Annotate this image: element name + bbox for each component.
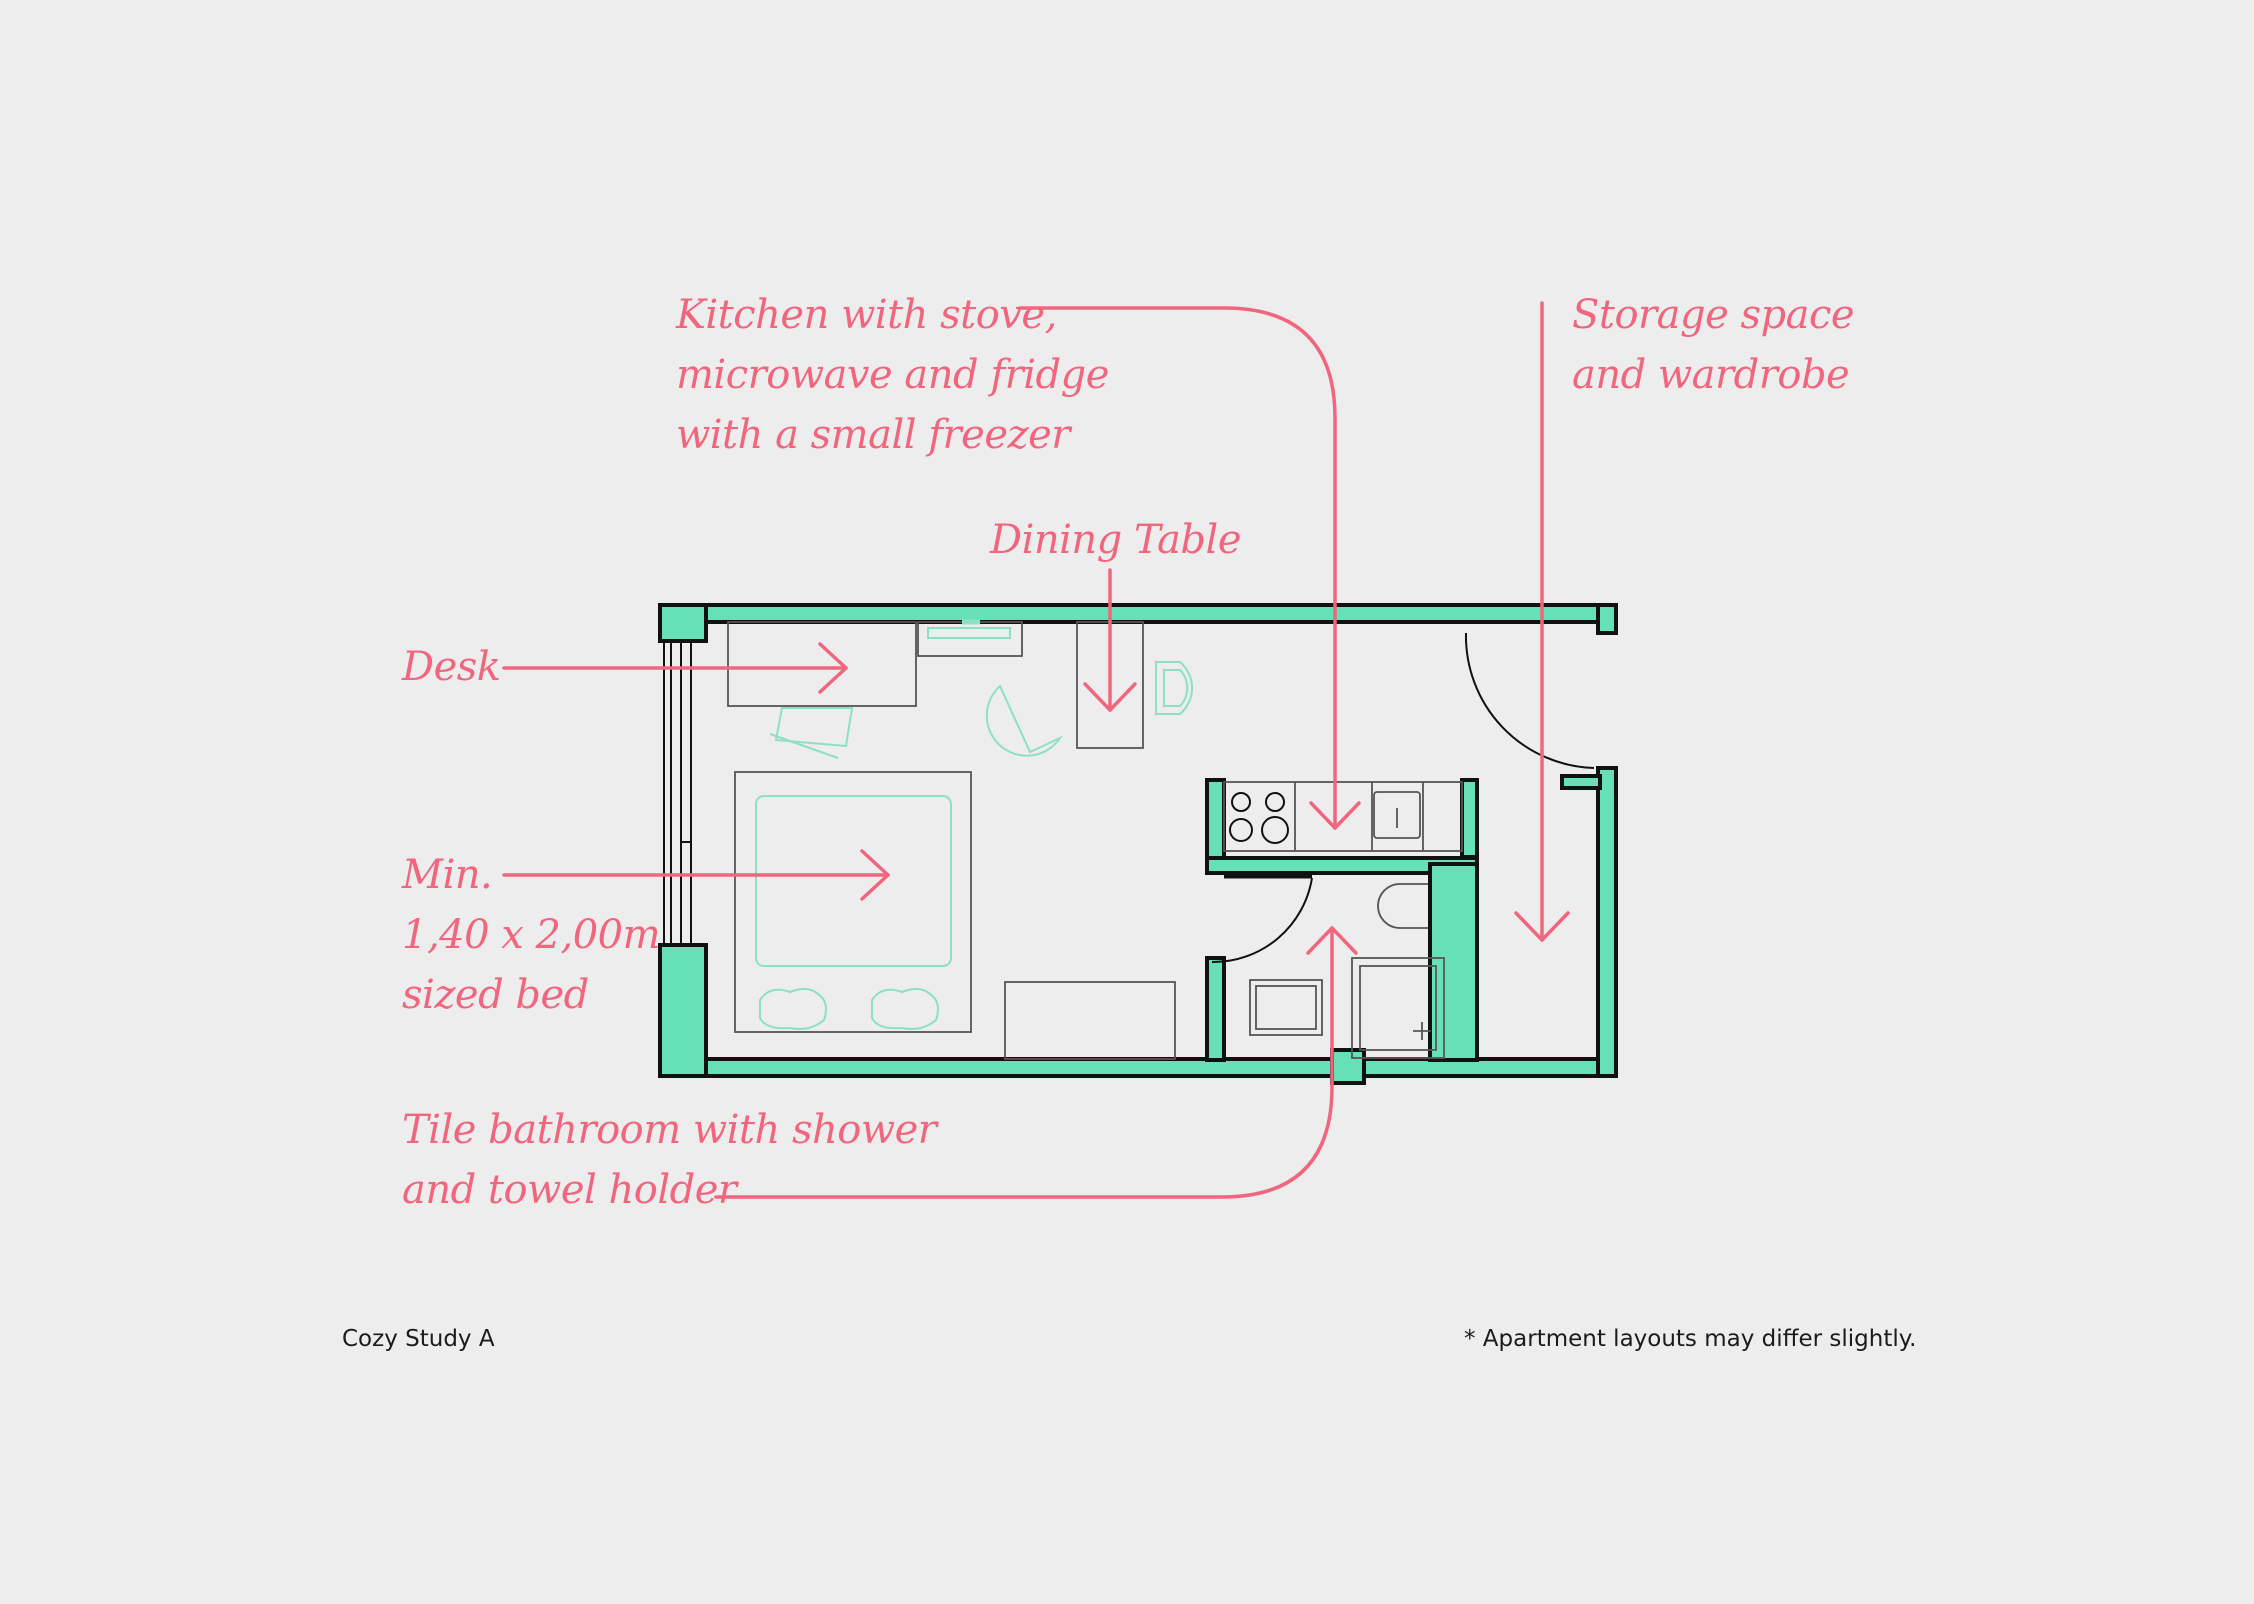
mattress [755,795,952,967]
label-desk: Desk [402,637,501,697]
label-bed-line-3: sized bed [402,972,589,1018]
arrow-bathroom [714,926,1334,1199]
toilet-icon [1377,883,1428,929]
label-kitchen-line-3: with a small freezer [676,412,1070,458]
pillar-bottom-mid [1330,1048,1366,1085]
layout-disclaimer: * Apartment layouts may differ slightly. [1464,1326,1917,1352]
bathroom-door-swing [1211,877,1313,964]
label-dining-text: Dining Table [990,517,1242,563]
stove-icon [1229,792,1289,844]
label-kitchen-line-1: Kitchen with stove, [676,292,1057,338]
label-bed-line-1: Min. [402,852,493,898]
furniture [727,621,1595,1060]
wall-right-nub [1560,774,1602,790]
wall-bathroom-left [1205,956,1226,1062]
sink-icon [1373,791,1421,839]
layout-name: Cozy Study A [342,1326,495,1352]
label-bed: Min. 1,40 x 2,00m sized bed [402,845,661,1025]
walls [658,603,1618,1085]
kitchen-counter [1223,781,1463,852]
entrance-door-swing [1464,632,1595,769]
sideboard [1004,981,1176,1060]
label-kitchen-line-2: microwave and fridge [676,352,1109,398]
wall-kitchen-right [1460,778,1479,859]
wall-top [658,603,1618,624]
arrow-kitchen [1018,306,1337,830]
pillow-left [759,988,827,1030]
pillow-right [871,988,939,1030]
accent-furniture [755,619,1194,1030]
wall-right [1596,766,1618,1078]
annotation-arrows [502,301,1570,1199]
microwave-icon [1249,979,1323,1036]
label-bathroom-line-2: and towel holder [402,1167,737,1213]
dining-chair-right [1155,661,1194,715]
desk-outline [727,621,917,707]
desk-chair [774,707,854,748]
label-storage-line-1: Storage space [1572,292,1855,338]
label-storage: Storage space and wardrobe [1572,285,1855,405]
label-bathroom: Tile bathroom with shower and towel hold… [402,1100,937,1220]
label-bathroom-line-1: Tile bathroom with shower [402,1107,937,1153]
dining-chair-left [985,684,1063,757]
label-kitchen: Kitchen with stove, microwave and fridge… [676,285,1109,465]
label-dining: Dining Table [990,510,1242,570]
label-storage-line-2: and wardrobe [1572,352,1850,398]
shower-outline [1351,957,1445,1059]
window [663,641,692,945]
pillar-top-left [658,603,708,643]
bed-frame [734,771,972,1033]
pillar-bottom-left [658,943,708,1078]
label-bed-line-2: 1,40 x 2,00m [402,912,661,958]
wall-top-right-stub [1596,603,1618,635]
wall-bathroom-right [1428,862,1479,1062]
label-desk-text: Desk [402,644,501,690]
